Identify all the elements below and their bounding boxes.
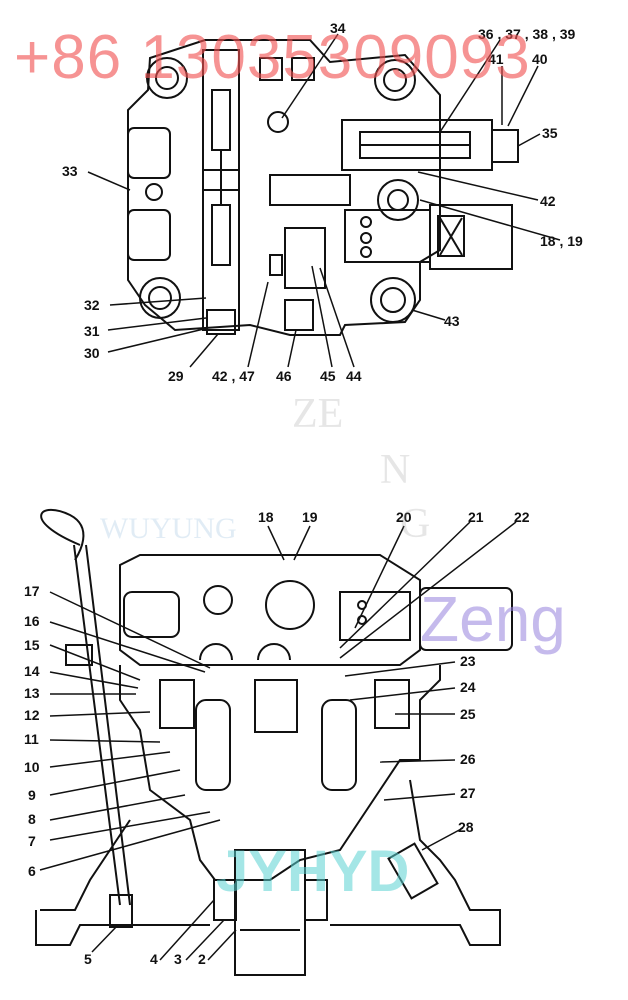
- label-29: 29: [168, 368, 184, 384]
- label-42-top: 42: [540, 193, 556, 209]
- bolt-top-right: [374, 59, 416, 101]
- port-upper-left: [127, 127, 171, 179]
- label-16: 16: [24, 613, 40, 629]
- piston-left: [195, 699, 231, 791]
- piston-right: [321, 699, 357, 791]
- label-42-47: 42 , 47: [212, 368, 255, 384]
- label-5: 5: [84, 951, 92, 967]
- section-solenoid: [339, 591, 411, 641]
- label-17: 17: [24, 583, 40, 599]
- label-28: 28: [458, 819, 474, 835]
- phone-watermark: +86 13035309093: [14, 23, 531, 92]
- label-32: 32: [84, 297, 100, 313]
- label-46: 46: [276, 368, 292, 384]
- label-20: 20: [396, 509, 412, 525]
- top-view-labels: 34 36 , 37 , 38 , 39 41 40 35 33 42 18 ,…: [62, 20, 583, 384]
- mount-flange: [35, 779, 501, 946]
- label-25: 25: [460, 706, 476, 722]
- label-26: 26: [460, 751, 476, 767]
- top-leader-lines: [87, 33, 561, 368]
- label-27: 27: [460, 785, 476, 801]
- label-18: 18: [258, 509, 274, 525]
- plug-34: [267, 111, 289, 133]
- plug-46: [284, 299, 314, 331]
- top-body-outline: [127, 39, 441, 336]
- port-lower-left: [127, 209, 171, 261]
- label-13: 13: [24, 685, 40, 701]
- bearing-right: [304, 879, 328, 921]
- section-view-drawing: [35, 508, 513, 976]
- label-18-19-top: 18 , 19: [540, 233, 583, 249]
- label-30: 30: [84, 345, 100, 361]
- label-23: 23: [460, 653, 476, 669]
- label-10: 10: [24, 759, 40, 775]
- label-19: 19: [302, 509, 318, 525]
- section-cap-22: [419, 587, 513, 651]
- section-leader-lines: [39, 521, 517, 961]
- label-41: 41: [488, 51, 504, 67]
- label-15: 15: [24, 637, 40, 653]
- connector-35: [491, 129, 519, 163]
- bolt-top-left: [146, 57, 188, 99]
- label-43: 43: [444, 313, 460, 329]
- faint-watermark-z: ZE: [292, 391, 344, 437]
- dipstick: [73, 544, 131, 906]
- label-36-39: 36 , 37 , 38 , 39: [478, 26, 576, 42]
- section-port-left: [123, 591, 180, 638]
- zeng-watermark: Zeng: [420, 583, 566, 655]
- plug-18-19: [377, 179, 419, 221]
- section-head-outline: [119, 554, 421, 666]
- label-14: 14: [24, 663, 40, 679]
- bolt-bottom-left: [139, 277, 181, 319]
- section-view-labels: 18 19 20 21 22 17 16 15 14 13 12 11 10 9…: [24, 509, 530, 967]
- label-22: 22: [514, 509, 530, 525]
- label-34: 34: [330, 20, 346, 36]
- section-body-outline: [119, 665, 441, 881]
- label-4: 4: [150, 951, 158, 967]
- bolt-bottom-right: [370, 277, 416, 323]
- label-9: 9: [28, 787, 36, 803]
- label-11: 11: [24, 731, 39, 747]
- label-31: 31: [84, 323, 100, 339]
- label-35: 35: [542, 125, 558, 141]
- label-40: 40: [532, 51, 548, 67]
- label-2: 2: [198, 951, 206, 967]
- cap-block: [429, 204, 513, 270]
- faint-watermark-n: N: [380, 447, 411, 493]
- label-45: 45: [320, 368, 336, 384]
- label-24: 24: [460, 679, 476, 695]
- label-3: 3: [174, 951, 182, 967]
- jyhyd-watermark: JYHYD: [216, 839, 410, 904]
- top-view-drawing: [127, 39, 519, 336]
- label-21: 21: [468, 509, 484, 525]
- label-33: 33: [62, 163, 78, 179]
- faint-watermark-g: G: [400, 501, 431, 547]
- label-12: 12: [24, 707, 40, 723]
- label-6: 6: [28, 863, 36, 879]
- label-44: 44: [346, 368, 362, 384]
- faint-watermark-row: WUYUNG: [100, 512, 237, 545]
- breather-28: [387, 842, 439, 900]
- label-7: 7: [28, 833, 36, 849]
- label-8: 8: [28, 811, 36, 827]
